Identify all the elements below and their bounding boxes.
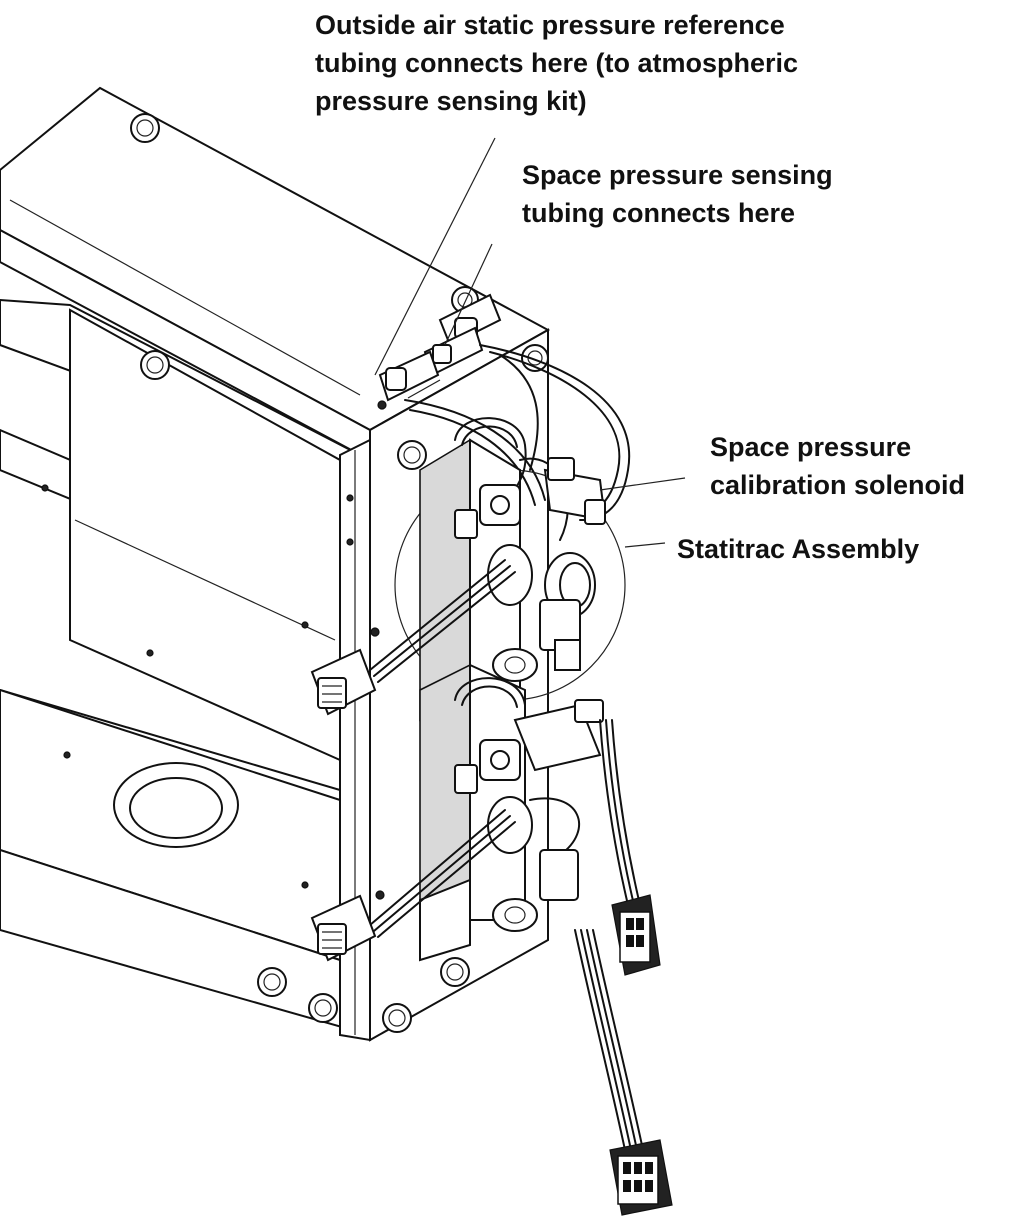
callout-line: Outside air static pressure reference [315,10,785,40]
tube-fittings [378,293,502,402]
bolt-icon [382,1003,412,1033]
callout-line: Statitrac Assembly [677,534,920,564]
bolt-icon [140,350,170,380]
leader-solenoid [599,477,686,491]
hanging-harness-bottom [574,929,673,1216]
callout-line: tubing connects here [522,198,796,228]
callout-line: Space pressure sensing [522,160,833,190]
leader-outside-air [374,137,496,376]
lower-assembly [369,663,604,962]
wire-connector-icon [310,648,377,716]
callout-statitrac-assembly: Statitrac Assembly [677,530,919,568]
hanging-harness-right [599,719,661,976]
leader-lines [374,137,686,548]
callout-line: Space pressure [710,432,912,462]
callout-outside-air-tubing: Outside air static pressure reference tu… [315,6,798,120]
callout-line: calibration solenoid [710,470,966,500]
wire-connector-icon [310,894,377,962]
bolt-icon [308,993,338,1023]
callout-calibration-solenoid: Space pressure calibration solenoid [710,428,965,504]
leader-space-tubing [444,243,493,346]
callout-space-pressure-tubing: Space pressure sensing tubing connects h… [522,156,833,232]
bolt-icon [257,967,287,997]
bolt-icon [440,957,470,987]
callout-line: tubing connects here (to atmospheric [315,48,799,78]
bolt-icon [130,113,160,143]
leader-statitrac [624,542,666,548]
statitrac-assembly [369,417,626,722]
bolts [130,113,549,1033]
callout-line: pressure sensing kit) [315,86,587,116]
bolt-icon [397,440,427,470]
